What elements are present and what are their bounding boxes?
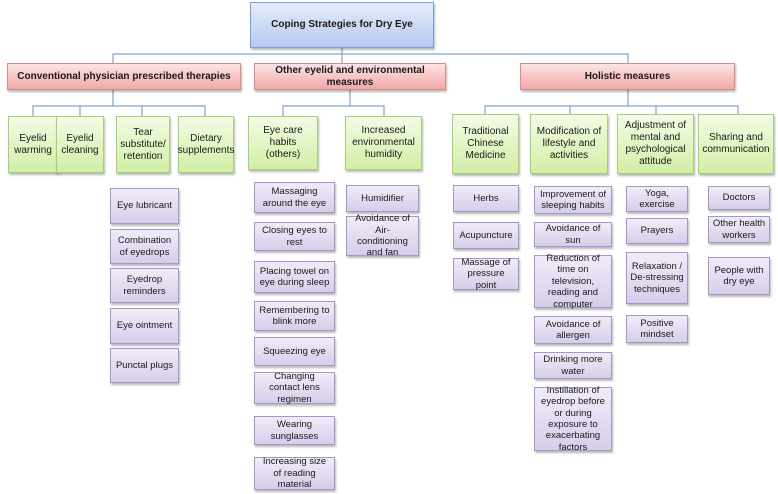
sub-eye-care-habits: Eye care habits (others) bbox=[248, 116, 318, 170]
category-conventional: Conventional physician prescribed therap… bbox=[7, 63, 241, 90]
sub-environmental-humidity: Increased environmental humidity bbox=[345, 116, 422, 170]
sub-eyelid-warming: Eyelid warming bbox=[8, 116, 58, 173]
leaf-positive-mindset: Positive mindset bbox=[626, 315, 688, 343]
leaf-towel-on-eye: Placing towel on eye during sleep bbox=[254, 261, 335, 293]
leaf-herbs: Herbs bbox=[453, 185, 519, 212]
leaf-instill-eyedrop: Instillation of eyedrop before or during… bbox=[534, 385, 612, 453]
leaf-pressure-point: Massage of pressure point bbox=[453, 257, 519, 291]
leaf-sunglasses: Wearing sunglasses bbox=[254, 416, 335, 445]
sub-lifestyle: Modification of lifestyle and activities bbox=[530, 114, 608, 174]
leaf-relaxation: Relaxation / De-stressing techniques bbox=[626, 252, 688, 304]
category-eyelid-environmental: Other eyelid and environmental measures bbox=[254, 63, 446, 90]
leaf-eye-lubricant: Eye lubricant bbox=[110, 188, 179, 224]
leaf-avoid-allergen: Avoidance of allergen bbox=[534, 316, 612, 344]
leaf-doctors: Doctors bbox=[708, 186, 770, 210]
leaf-contact-lens: Changing contact lens regimen bbox=[254, 371, 335, 405]
sub-sharing-communication: Sharing and communication bbox=[698, 114, 774, 174]
sub-dietary-supplements: Dietary supplements bbox=[178, 116, 234, 173]
sub-eyelid-cleaning: Eyelid cleaning bbox=[56, 116, 104, 173]
leaf-people-dry-eye: People with dry eye bbox=[708, 257, 770, 295]
leaf-massaging-eye: Massaging around the eye bbox=[254, 182, 335, 213]
root-node: Coping Strategies for Dry Eye bbox=[250, 2, 434, 48]
leaf-closing-eyes: Closing eyes to rest bbox=[254, 222, 335, 251]
leaf-health-workers: Other health workers bbox=[708, 216, 770, 243]
leaf-remember-blink: Remembering to blink more bbox=[254, 301, 335, 331]
sub-tear-substitute: Tear substitute/ retention bbox=[116, 116, 170, 173]
leaf-drinking-water: Drinking more water bbox=[534, 352, 612, 379]
sub-mental-attitude: Adjustment of mental and psychological a… bbox=[617, 114, 694, 174]
category-holistic: Holistic measures bbox=[520, 63, 735, 90]
sub-chinese-medicine: Traditional Chinese Medicine bbox=[452, 114, 519, 174]
leaf-eyedrop-reminders: Eyedrop reminders bbox=[110, 268, 179, 303]
leaf-sleeping-habits: Improvement of sleeping habits bbox=[534, 186, 612, 214]
leaf-eye-ointment: Eye ointment bbox=[110, 308, 179, 344]
leaf-reading-material: Increasing size of reading material bbox=[254, 456, 335, 490]
leaf-yoga-exercise: Yoga, exercise bbox=[626, 186, 688, 212]
leaf-combination-eyedrops: Combination of eyedrops bbox=[110, 229, 179, 264]
leaf-squeezing-eye: Squeezing eye bbox=[254, 337, 335, 366]
leaf-prayers: Prayers bbox=[626, 218, 688, 244]
leaf-avoid-aircon: Avoidance of Air-conditioning and fan bbox=[346, 213, 419, 258]
leaf-acupuncture: Acupuncture bbox=[453, 222, 519, 249]
leaf-avoid-sun: Avoidance of sun bbox=[534, 222, 612, 247]
leaf-punctal-plugs: Punctal plugs bbox=[110, 348, 179, 383]
leaf-reduce-screen-time: Reduction of time on television, reading… bbox=[534, 253, 612, 310]
leaf-humidifier: Humidifier bbox=[346, 185, 419, 212]
